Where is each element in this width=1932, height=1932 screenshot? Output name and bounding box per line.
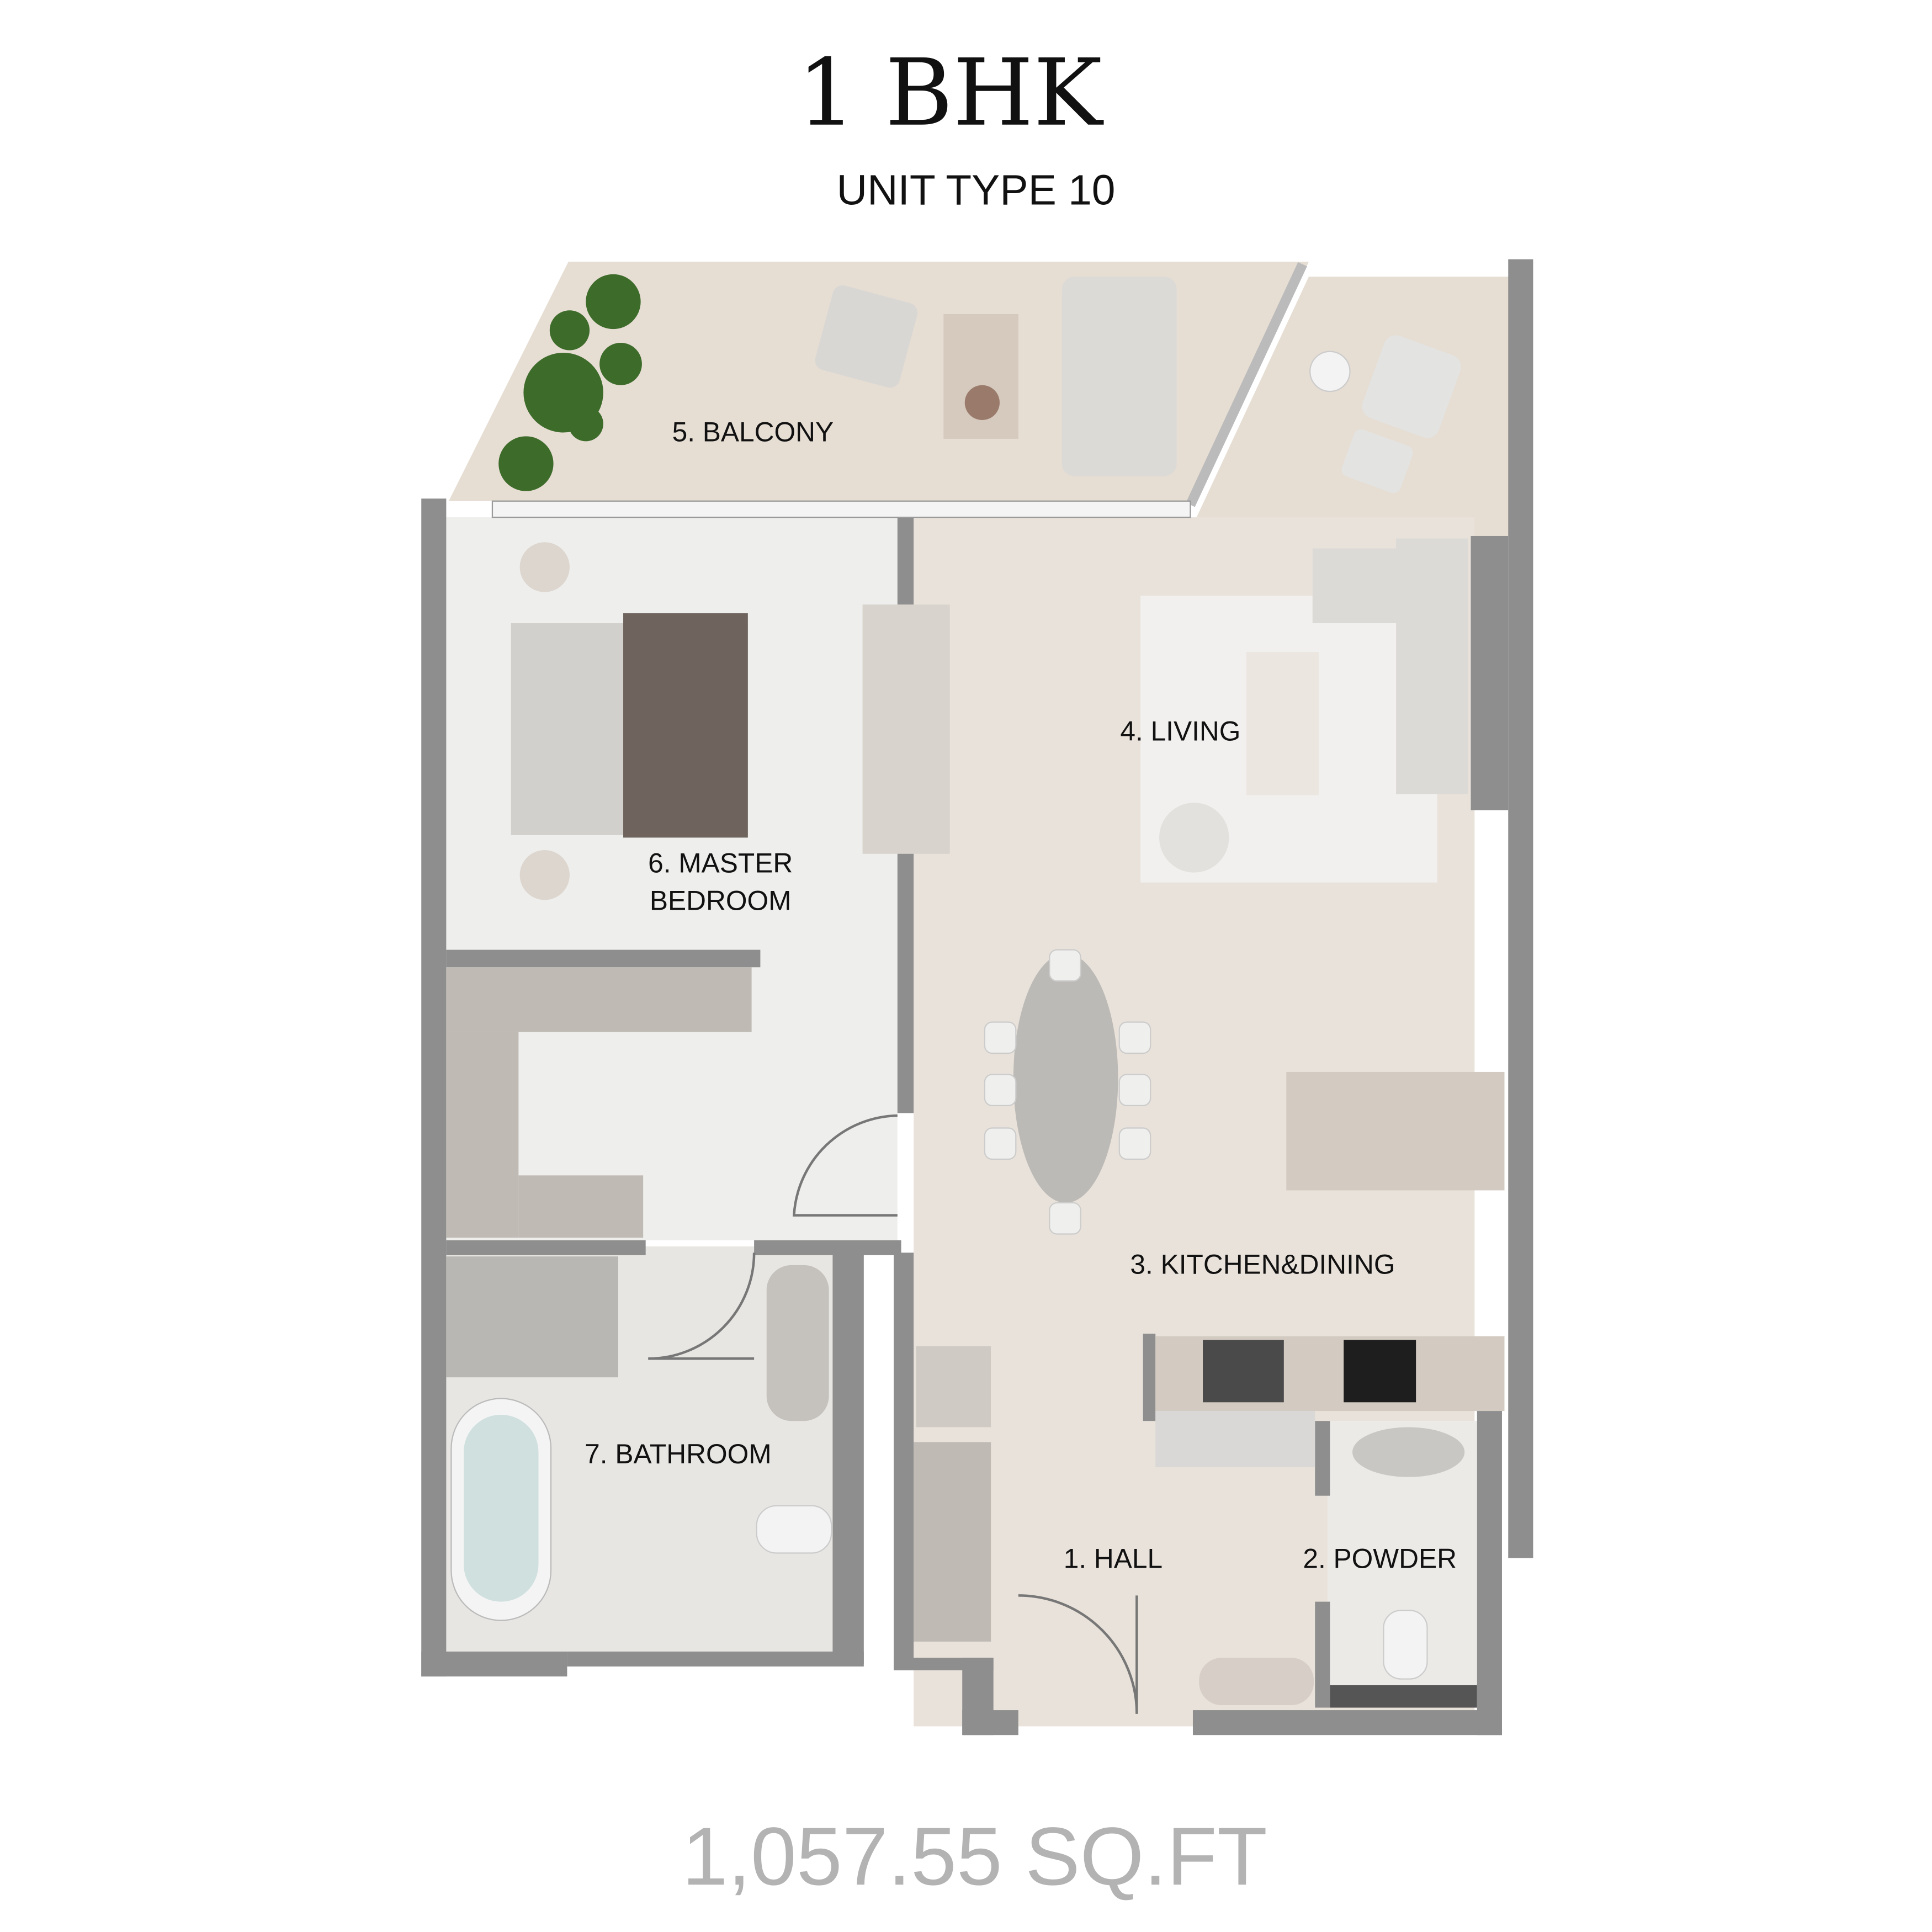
balcony-glass bbox=[1186, 262, 1307, 507]
plant-icon bbox=[498, 274, 642, 491]
room-label-master-bedroom: 6. MASTER bbox=[648, 848, 793, 879]
walls bbox=[421, 259, 1533, 1735]
room-label-powder: 2. POWDER bbox=[1303, 1543, 1457, 1574]
walk-in-closet bbox=[446, 1032, 519, 1238]
room-label-living: 4. LIVING bbox=[1120, 715, 1240, 746]
oven bbox=[1203, 1340, 1284, 1403]
bed-blanket bbox=[623, 613, 748, 838]
room-label-balcony: 5. BALCONY bbox=[672, 416, 834, 447]
powder-basin bbox=[1352, 1427, 1465, 1477]
dining-table bbox=[1013, 953, 1118, 1203]
cooktop bbox=[1344, 1340, 1416, 1403]
kitchen-counter-l bbox=[1155, 1411, 1315, 1467]
balcony-table bbox=[943, 314, 1018, 439]
unit-area: 1,057.55 SQ.FT bbox=[682, 1810, 1267, 1902]
bathroom-door bbox=[648, 1252, 756, 1360]
unit-title: 1 BHK bbox=[797, 40, 1104, 147]
sofa bbox=[1396, 538, 1468, 794]
balcony-right-floor bbox=[1196, 277, 1511, 536]
balcony-sofa bbox=[1061, 277, 1177, 476]
walk-in-closet bbox=[446, 967, 752, 1032]
balcony-armchair bbox=[815, 285, 918, 388]
entry-door bbox=[1018, 1594, 1138, 1714]
sofa bbox=[1312, 548, 1400, 624]
balcony-side-table bbox=[1309, 351, 1351, 392]
room-label-bathroom: 7. BATHROOM bbox=[585, 1439, 771, 1469]
powder-sill bbox=[1330, 1685, 1477, 1708]
washer bbox=[916, 1346, 991, 1427]
console-table bbox=[1199, 1658, 1314, 1706]
balcony-ottoman bbox=[1341, 429, 1413, 493]
walk-in-closet bbox=[518, 1175, 644, 1238]
nightstand bbox=[519, 850, 570, 900]
kitchen-island bbox=[1286, 1071, 1505, 1191]
armchair bbox=[1159, 803, 1229, 873]
balcony-bowl bbox=[964, 385, 1000, 420]
wardrobe-partition bbox=[862, 604, 950, 854]
dining-chairs bbox=[984, 949, 1151, 1235]
balcony-chair bbox=[1362, 335, 1461, 438]
bathtub-water bbox=[464, 1414, 539, 1602]
floor-plan bbox=[421, 259, 1533, 1735]
window bbox=[491, 500, 1191, 518]
bathroom-vanity bbox=[446, 1256, 618, 1378]
room-label-hall: 1. HALL bbox=[1064, 1543, 1163, 1574]
bathroom-toilet bbox=[756, 1505, 832, 1554]
double-basin bbox=[766, 1265, 829, 1421]
room-label-kitchen-dining: 3. KITCHEN&DINING bbox=[1130, 1249, 1395, 1280]
unit-type: UNIT TYPE 10 bbox=[837, 167, 1116, 214]
coffee-table bbox=[1246, 651, 1319, 795]
room-label-master-bedroom-2: BEDROOM bbox=[650, 885, 792, 916]
shoe-cabinet bbox=[914, 1442, 991, 1642]
bedroom-door bbox=[792, 1114, 898, 1217]
nightstand bbox=[519, 542, 570, 592]
powder-toilet bbox=[1383, 1610, 1428, 1680]
